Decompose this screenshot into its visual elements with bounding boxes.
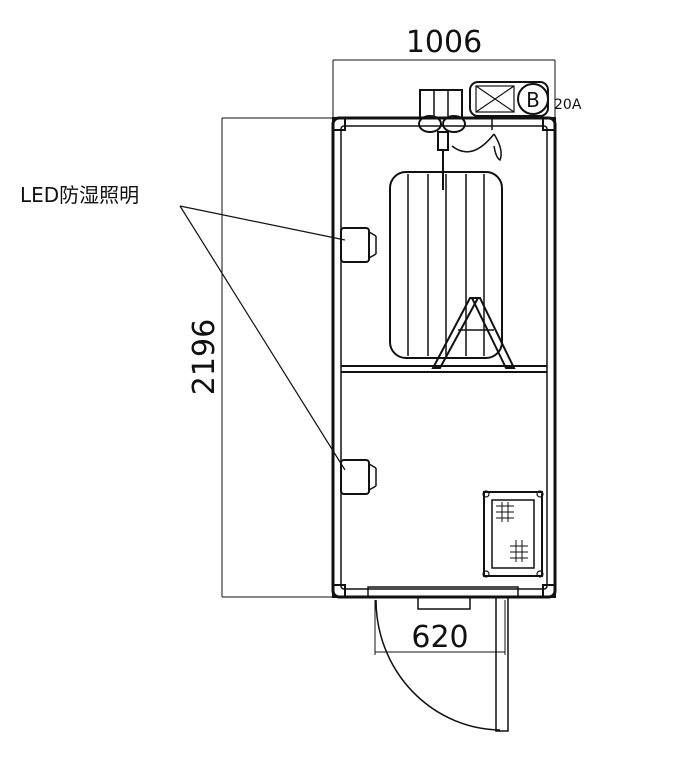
window-hatch-upper [496,502,514,522]
led-light-upper [340,227,377,263]
window-hatch-lower [510,540,528,562]
window-panel [482,490,544,578]
breaker-letter: B [526,88,540,112]
depth-dimension-label: 2196 [187,319,222,395]
breaker-box: B 20A [469,81,582,130]
led-callout: LED防湿照明 [20,183,346,471]
led-light-lower [340,459,377,495]
breaker-rating: 20A [554,97,582,113]
entrance-door [367,586,519,732]
door-dimension: 620 [374,600,506,655]
shower-faucet [418,89,502,190]
partition-wall [341,365,547,373]
door-swing-arc [375,599,501,731]
door-dimension-label: 620 [411,620,468,655]
folding-stand [431,297,516,369]
width-dimension: 1006 [332,25,556,118]
depth-dimension: 2196 [187,117,333,598]
led-callout-label: LED防湿照明 [20,183,139,207]
breaker-b-circle [517,83,549,115]
width-dimension-label: 1006 [406,25,482,60]
